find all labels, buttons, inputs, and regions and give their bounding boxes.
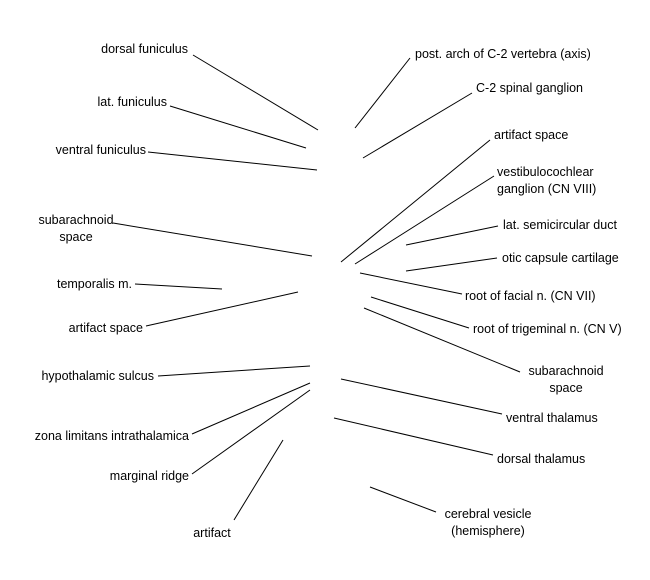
leader-root-trigeminal-n bbox=[370, 296, 470, 329]
leader-post-arch-c2 bbox=[354, 57, 411, 129]
label-root-trigeminal-n: root of trigeminal n. (CN V) bbox=[473, 322, 622, 336]
label-cerebral-vesicle-line1: cerebral vesicle bbox=[445, 507, 532, 521]
leader-subarachnoid-space-right bbox=[363, 307, 521, 373]
leader-zona-limitans bbox=[191, 382, 311, 435]
leader-subarachnoid-space-left bbox=[112, 222, 313, 257]
leader-hypothalamic-sulcus bbox=[157, 365, 311, 377]
label-subarachnoid-space-right-line2: space bbox=[549, 381, 582, 395]
label-zona-limitans: zona limitans intrathalamica bbox=[35, 429, 189, 443]
label-hypothalamic-sulcus: hypothalamic sulcus bbox=[41, 369, 154, 383]
left-leader-lines bbox=[112, 54, 319, 521]
label-marginal-ridge: marginal ridge bbox=[110, 469, 189, 483]
label-lat-funiculus: lat. funiculus bbox=[98, 95, 167, 109]
leader-lat-semicircular-duct bbox=[405, 225, 499, 246]
label-c2-spinal-ganglion: C-2 spinal ganglion bbox=[476, 81, 583, 95]
label-subarachnoid-space-left-line1: subarachnoid bbox=[38, 213, 113, 227]
label-cerebral-vesicle-line2: (hemisphere) bbox=[451, 524, 525, 538]
label-post-arch-c2: post. arch of C-2 vertebra (axis) bbox=[415, 47, 591, 61]
leader-marginal-ridge bbox=[191, 389, 311, 475]
leader-dorsal-funiculus bbox=[192, 54, 319, 131]
label-ventral-funiculus: ventral funiculus bbox=[56, 143, 146, 157]
leader-cerebral-vesicle bbox=[369, 486, 437, 513]
label-subarachnoid-space-right-line1: subarachnoid bbox=[528, 364, 603, 378]
label-dorsal-funiculus: dorsal funiculus bbox=[101, 42, 188, 56]
label-artifact-space-right: artifact space bbox=[494, 128, 568, 142]
label-artifact: artifact bbox=[193, 526, 231, 540]
right-leader-lines bbox=[333, 57, 521, 513]
label-subarachnoid-space-left-line2: space bbox=[59, 230, 92, 244]
label-otic-capsule-cartilage: otic capsule cartilage bbox=[502, 251, 619, 265]
leader-vestibulocochlear bbox=[354, 175, 495, 265]
leader-c2-spinal-ganglion bbox=[362, 92, 473, 159]
left-labels: dorsal funiculus lat. funiculus ventral … bbox=[35, 42, 232, 540]
label-ventral-thalamus: ventral thalamus bbox=[506, 411, 598, 425]
label-artifact-space-left: artifact space bbox=[69, 321, 143, 335]
leader-otic-capsule-cartilage bbox=[405, 257, 498, 272]
leader-artifact bbox=[233, 439, 284, 521]
leader-artifact-space-left bbox=[145, 291, 299, 327]
leader-ventral-thalamus bbox=[340, 378, 503, 415]
leader-artifact-space-right bbox=[340, 139, 491, 263]
leader-lat-funiculus bbox=[169, 105, 307, 149]
label-vestibulocochlear-line2: ganglion (CN VIII) bbox=[497, 182, 596, 196]
label-dorsal-thalamus: dorsal thalamus bbox=[497, 452, 585, 466]
label-temporalis-m: temporalis m. bbox=[57, 277, 132, 291]
label-lat-semicircular-duct: lat. semicircular duct bbox=[503, 218, 617, 232]
leader-root-facial-n bbox=[359, 272, 463, 295]
label-root-facial-n: root of facial n. (CN VII) bbox=[465, 289, 596, 303]
leader-temporalis-m bbox=[134, 283, 223, 290]
label-vestibulocochlear-line1: vestibulocochlear bbox=[497, 165, 594, 179]
right-labels: post. arch of C-2 vertebra (axis) C-2 sp… bbox=[415, 47, 622, 538]
leader-dorsal-thalamus bbox=[333, 417, 494, 456]
leader-ventral-funiculus bbox=[147, 151, 318, 171]
